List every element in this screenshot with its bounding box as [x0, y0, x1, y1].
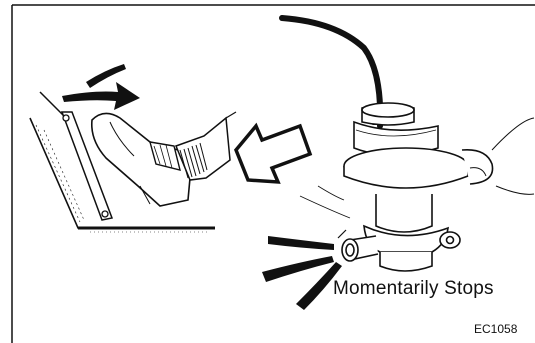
- trouser-leg: [176, 112, 236, 180]
- accelerator-pedal: [40, 92, 112, 220]
- air-control-valve: [342, 103, 493, 271]
- caption-momentarily-stops: Momentarily Stops: [333, 278, 494, 300]
- press-motion-arrows: [62, 64, 140, 110]
- figure-code: EC1058: [474, 322, 517, 336]
- direction-arrow: [236, 126, 310, 182]
